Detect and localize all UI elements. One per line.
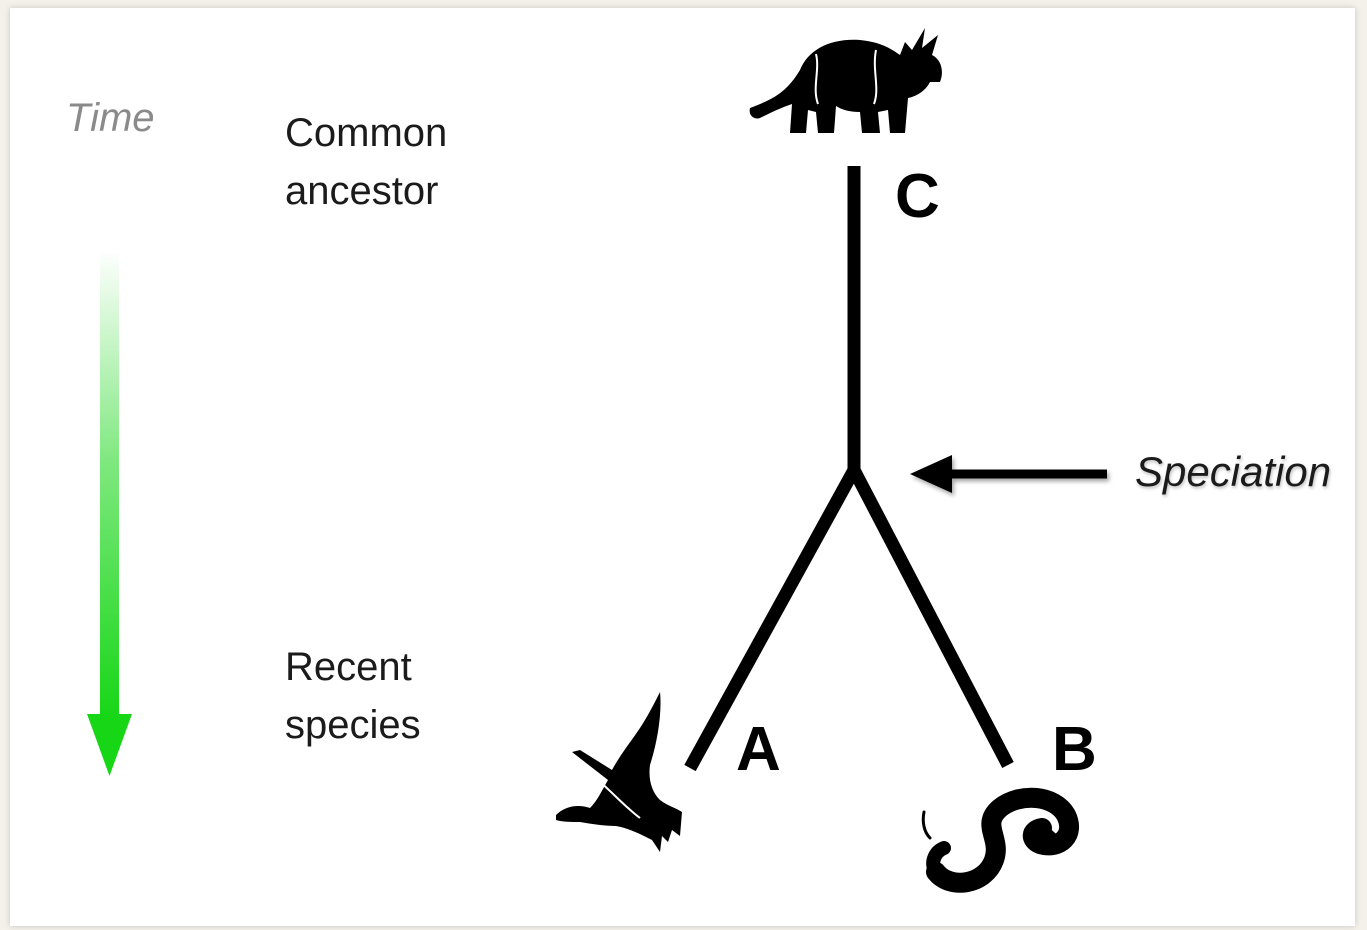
bird-icon [556,692,682,852]
branch-b [854,470,1008,765]
common-ancestor-line-2: ancestor [285,162,447,220]
time-arrow [87,250,132,776]
node-label-b: B [1052,719,1097,781]
node-label-c: C [895,166,940,228]
speciation-label: Speciation [1135,448,1331,496]
common-ancestor-label: Common ancestor [285,104,447,220]
recent-species-label: Recent species [285,638,421,754]
common-ancestor-line-1: Common [285,104,447,162]
phylogenetic-tree [690,166,1008,768]
snake-icon [923,798,1069,883]
triceratops-icon [750,28,942,133]
node-label-a: A [736,719,781,781]
recent-species-line-1: Recent [285,638,421,696]
recent-species-line-2: species [285,696,421,754]
speciation-arrow [910,455,1107,493]
time-label: Time [66,96,155,141]
